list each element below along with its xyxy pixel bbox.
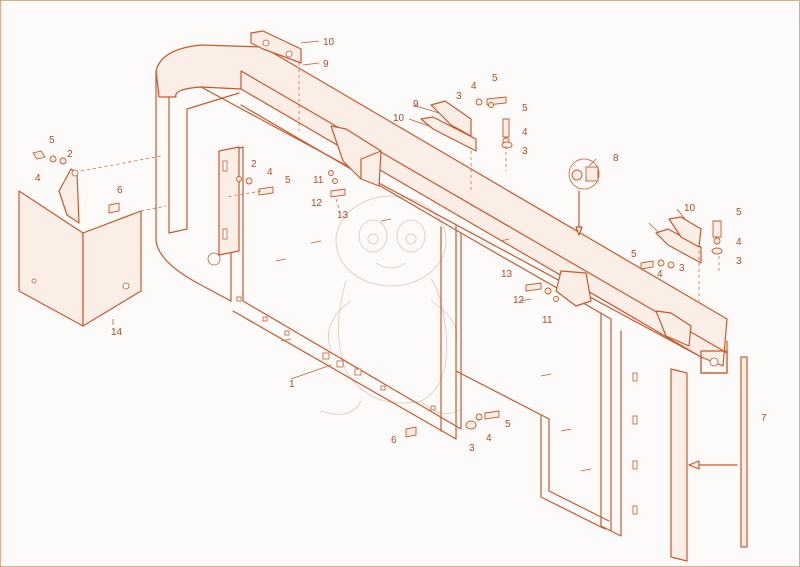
callout-4a: 4 — [471, 81, 477, 92]
mascot-watermark-icon — [320, 195, 462, 415]
callout-11b: 11 — [313, 175, 324, 186]
callout-4f: 4 — [267, 167, 273, 178]
callout-4b: 4 — [522, 127, 528, 138]
callout-5b: 5 — [522, 103, 528, 114]
callout-9a: 9 — [323, 59, 329, 70]
callout-9b: 9 — [413, 99, 419, 110]
leader-lines — [112, 40, 686, 380]
side-cover-part — [18, 168, 142, 327]
callout-10b: 10 — [393, 113, 405, 124]
callout-5f: 5 — [285, 175, 291, 186]
callout-4g: 4 — [486, 433, 492, 444]
callout-6a: 6 — [117, 185, 123, 196]
rubber-grommet-icon — [568, 158, 600, 236]
alignment-lines — [80, 63, 720, 301]
protective-plate-part — [670, 356, 748, 562]
callout-2b: 2 — [251, 159, 257, 170]
callout-10c: 10 — [684, 203, 696, 214]
callout-11a: 11 — [542, 315, 553, 326]
callout-labels: 10 9 5 4 3 9 10 5 4 3 8 10 5 4 3 5 4 3 1… — [35, 37, 767, 454]
callout-4d: 4 — [657, 269, 663, 280]
callout-3c: 3 — [736, 256, 742, 267]
callout-2a: 2 — [67, 149, 73, 160]
callout-6b: 6 — [391, 435, 397, 446]
callout-1: 1 — [289, 379, 295, 390]
callout-3e: 3 — [469, 443, 475, 454]
callout-12b: 12 — [311, 198, 323, 209]
callout-5e: 5 — [49, 135, 55, 146]
callout-10a: 10 — [323, 37, 335, 48]
callout-4e: 4 — [35, 173, 41, 184]
fastener-hardware — [32, 30, 723, 438]
callout-3b: 3 — [522, 146, 528, 157]
callout-5d: 5 — [631, 249, 637, 260]
callout-13a: 13 — [501, 269, 513, 280]
callout-5a: 5 — [492, 73, 498, 84]
callout-7: 7 — [761, 413, 767, 424]
callout-3d: 3 — [679, 263, 685, 274]
callout-14: 14 — [111, 327, 123, 338]
callout-4c: 4 — [736, 237, 742, 248]
radiator-frame-part — [155, 44, 728, 537]
callout-13b: 13 — [337, 210, 349, 221]
callout-3a: 3 — [456, 91, 462, 102]
callout-5g: 5 — [505, 419, 511, 430]
callout-5c: 5 — [736, 207, 742, 218]
callout-12a: 12 — [513, 295, 525, 306]
callout-8: 8 — [613, 153, 619, 164]
